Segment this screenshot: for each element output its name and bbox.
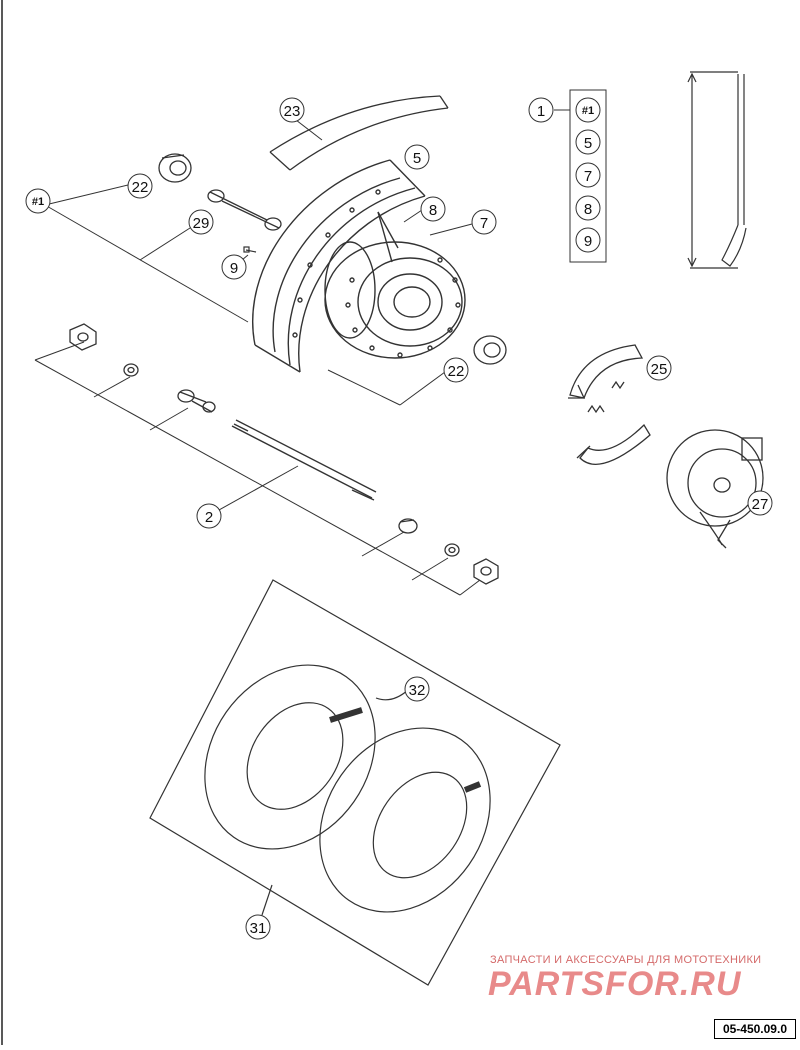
brake-shoes-25: [568, 344, 651, 465]
callout-9: 9: [221, 254, 247, 280]
watermark: ЗАПЧАСТИ И АКСЕССУАРЫ ДЛЯ МОТОТЕХНИКИ PA…: [488, 954, 761, 1003]
brake-plate-27: [666, 429, 764, 549]
kit-item-label: 5: [584, 135, 592, 152]
callout-label: 1: [537, 103, 545, 120]
spacer-tube-29: [207, 189, 282, 231]
leader-lines: [34, 109, 570, 596]
callout-label: 32: [409, 682, 426, 699]
kit-item-7: 7: [575, 162, 601, 188]
callout-label: 22: [448, 363, 465, 380]
callout-label: 8: [429, 202, 437, 219]
callout-22-bottom: 22: [443, 357, 469, 383]
callout-5: 5: [404, 144, 430, 170]
callout-8: 8: [420, 196, 446, 222]
bearing-22-top: [158, 153, 192, 183]
rim-5: [252, 159, 426, 373]
callout-32: 32: [404, 676, 430, 702]
kit-item-9: 9: [575, 227, 601, 253]
callout-23: 23: [279, 97, 305, 123]
callout-22-top: 22: [127, 173, 153, 199]
callout-label: #1: [32, 196, 44, 208]
watermark-brand: PARTSFOR.RU: [488, 965, 742, 1003]
axle-parts-left: [69, 323, 216, 413]
decal-sheet-31: [149, 579, 561, 986]
callout-label: 23: [284, 103, 301, 120]
callout-label: 22: [132, 179, 149, 196]
callout-label: 29: [193, 215, 210, 232]
callout-label: 2: [205, 509, 213, 526]
callout-label: 7: [480, 215, 488, 232]
bearing-22-bottom: [473, 335, 507, 365]
kit-item-label: #1: [582, 105, 594, 117]
callout-label: 9: [230, 260, 238, 277]
kit-item-5: 5: [575, 129, 601, 155]
kit-item-8: 8: [575, 195, 601, 221]
callout-label: 31: [250, 920, 267, 937]
callout-29: 29: [188, 209, 214, 235]
callout-label: 5: [413, 150, 421, 167]
callout-31: 31: [245, 914, 271, 940]
callout-1: 1: [528, 97, 554, 123]
axle-parts-right: [398, 518, 499, 585]
callout-2: 2: [196, 503, 222, 529]
callout-label: 25: [651, 361, 668, 378]
callout-hash1: #1: [25, 188, 51, 214]
kit-item-label: 8: [584, 201, 592, 218]
kit-item-label: 7: [584, 168, 592, 185]
nipple-9: [243, 246, 257, 253]
tire-segment-23: [269, 95, 449, 171]
callout-7: 7: [471, 209, 497, 235]
axle-2: [231, 419, 377, 501]
callout-label: 27: [752, 496, 769, 513]
kit-item-hash1: #1: [575, 97, 601, 123]
drawing-code: 05-450.09.0: [713, 1019, 796, 1039]
kit-item-label: 9: [584, 233, 592, 250]
watermark-subtitle: ЗАПЧАСТИ И АКСЕССУАРЫ ДЛЯ МОТОТЕХНИКИ: [490, 954, 761, 966]
kit-box: [569, 89, 607, 263]
callout-27: 27: [747, 490, 773, 516]
hub-7: [324, 211, 466, 359]
callout-25: 25: [646, 355, 672, 381]
spoke-dimension: [687, 71, 747, 269]
